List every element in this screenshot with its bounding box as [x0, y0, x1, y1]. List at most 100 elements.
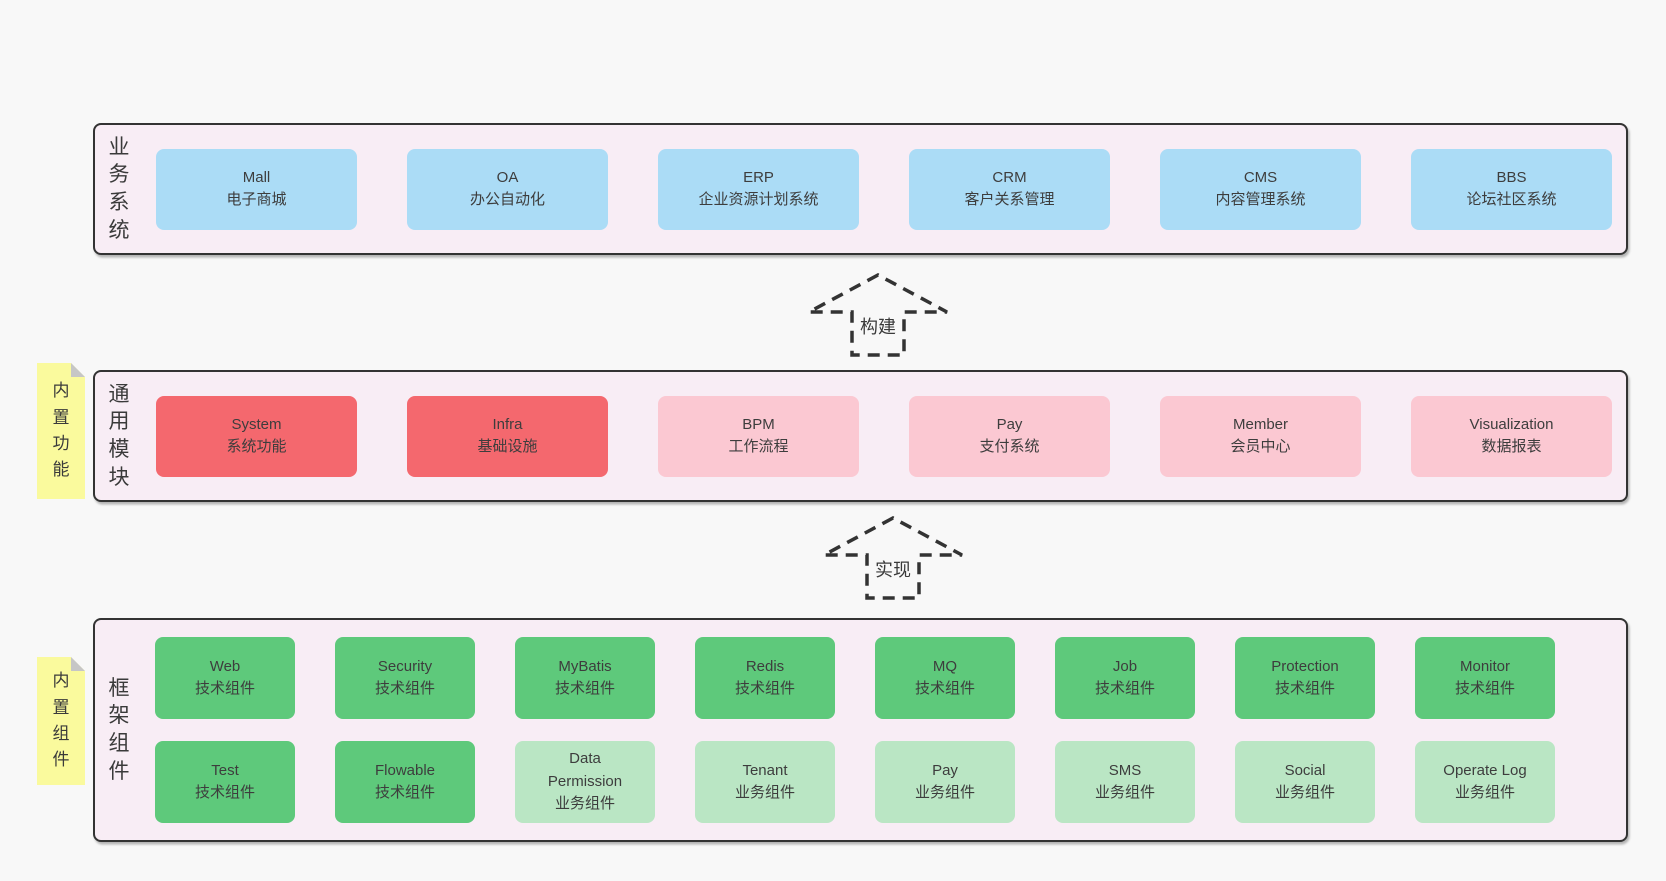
box-name: Job	[1112, 657, 1138, 675]
band-label-business: 业务系统	[108, 135, 130, 242]
box-desc: 业务组件	[734, 784, 795, 801]
band-label-framework: 框架组件	[108, 676, 130, 783]
box-name: Test	[211, 761, 239, 779]
sticky-note-text: 内置组件	[52, 671, 70, 770]
box-desc: 技术组件	[1454, 680, 1515, 697]
box-desc: 技术组件	[194, 680, 255, 697]
box-system: System 系统功能	[156, 395, 357, 477]
business-systems-band: 业务系统 Mall 电子商城 OA 办公自动化 ERP 企业资源计划系统 CRM…	[93, 123, 1628, 255]
box-desc: 办公自动化	[469, 191, 545, 208]
box-test: Test 技术组件	[155, 741, 295, 823]
box-desc: 技术组件	[194, 784, 255, 801]
box-job: Job 技术组件	[1055, 637, 1195, 719]
box-pay: Pay 支付系统	[909, 395, 1110, 477]
box-desc: 电子商城	[226, 191, 287, 208]
box-erp: ERP 企业资源计划系统	[658, 148, 859, 230]
box-desc: 业务组件	[1454, 784, 1515, 801]
box-cms: CMS 内容管理系统	[1160, 148, 1361, 230]
box-mybatis: MyBatis 技术组件	[515, 637, 655, 719]
box-desc: 论坛社区系统	[1466, 191, 1557, 208]
box-name: MQ	[932, 657, 958, 675]
box-name: Protection	[1271, 657, 1339, 675]
box-protection: Protection 技术组件	[1235, 637, 1375, 719]
box-name: Infra	[492, 415, 523, 433]
box-name: Security	[377, 657, 433, 675]
box-desc: 数据报表	[1481, 438, 1542, 455]
box-desc: 企业资源计划系统	[698, 191, 819, 208]
box-name: Mall	[242, 168, 271, 186]
framework-components-band: 框架组件 Web 技术组件 Security 技术组件 MyBatis 技术组件…	[93, 618, 1628, 842]
box-name: BBS	[1496, 168, 1527, 186]
component-row-2: Test 技术组件 Flowable 技术组件 Data Permission …	[155, 741, 1555, 823]
up-arrow-icon	[808, 273, 948, 357]
component-row-1: Web 技术组件 Security 技术组件 MyBatis 技术组件 Redi…	[155, 637, 1555, 719]
box-name: Flowable	[374, 761, 436, 779]
box-desc: 基础设施	[477, 438, 538, 455]
business-boxes: Mall 电子商城 OA 办公自动化 ERP 企业资源计划系统 CRM 客户关系…	[156, 148, 1612, 230]
box-desc: 技术组件	[914, 680, 975, 697]
sticky-note-text: 内置功能	[52, 381, 70, 480]
box-tenant: Tenant 业务组件	[695, 741, 835, 823]
box-desc: 技术组件	[374, 784, 435, 801]
box-desc: 业务组件	[554, 795, 615, 813]
box-mall: Mall 电子商城	[156, 148, 357, 230]
build-arrow: 构建	[806, 272, 950, 358]
box-operate-log: Operate Log 业务组件	[1415, 741, 1555, 823]
box-desc: 支付系统	[979, 438, 1040, 455]
up-arrow-icon	[823, 516, 963, 600]
box-name: SMS	[1108, 761, 1142, 779]
box-name: CRM	[992, 168, 1027, 186]
box-name: OA	[496, 168, 519, 186]
box-name: Data Permission	[547, 750, 623, 790]
box-name: Redis	[745, 657, 785, 675]
sticky-note-built-in-components: 内置组件	[37, 657, 85, 785]
implement-arrow: 实现	[821, 515, 965, 601]
box-desc: 技术组件	[734, 680, 795, 697]
box-desc: 业务组件	[1094, 784, 1155, 801]
box-redis: Redis 技术组件	[695, 637, 835, 719]
box-monitor: Monitor 技术组件	[1415, 637, 1555, 719]
box-security: Security 技术组件	[335, 637, 475, 719]
box-desc: 技术组件	[554, 680, 615, 697]
box-name: MyBatis	[558, 657, 612, 675]
box-desc: 工作流程	[728, 438, 789, 455]
box-name: System	[231, 415, 282, 433]
box-social: Social 业务组件	[1235, 741, 1375, 823]
box-desc: 技术组件	[1274, 680, 1335, 697]
box-name: Member	[1232, 415, 1288, 433]
box-desc: 技术组件	[374, 680, 435, 697]
box-desc: 系统功能	[226, 438, 287, 455]
box-desc: 业务组件	[1274, 784, 1335, 801]
box-name: Pay	[932, 761, 958, 779]
box-desc: 技术组件	[1094, 680, 1155, 697]
build-arrow-label: 构建	[857, 313, 899, 339]
band-label-modules: 通用模块	[108, 382, 130, 489]
box-flowable: Flowable 技术组件	[335, 741, 475, 823]
box-bbs: BBS 论坛社区系统	[1411, 148, 1612, 230]
box-name: Monitor	[1459, 657, 1511, 675]
box-name: Pay	[996, 415, 1023, 433]
box-data-permission: Data Permission 业务组件	[515, 741, 655, 823]
box-visualization: Visualization 数据报表	[1411, 395, 1612, 477]
box-desc: 客户关系管理	[964, 191, 1055, 208]
box-sms: SMS 业务组件	[1055, 741, 1195, 823]
box-name: Web	[209, 657, 241, 675]
box-bpm: BPM 工作流程	[658, 395, 859, 477]
box-mq: MQ 技术组件	[875, 637, 1015, 719]
box-infra: Infra 基础设施	[407, 395, 608, 477]
box-name: CMS	[1243, 168, 1278, 186]
box-name: ERP	[743, 168, 774, 186]
box-member: Member 会员中心	[1160, 395, 1361, 477]
sticky-note-built-in-features: 内置功能	[37, 363, 85, 499]
box-name: Visualization	[1469, 415, 1554, 433]
box-desc: 业务组件	[914, 784, 975, 801]
box-desc: 内容管理系统	[1215, 191, 1306, 208]
box-name: Operate Log	[1443, 761, 1527, 779]
component-rows: Web 技术组件 Security 技术组件 MyBatis 技术组件 Redi…	[155, 637, 1555, 823]
box-name: Tenant	[742, 761, 788, 779]
module-boxes: System 系统功能 Infra 基础设施 BPM 工作流程 Pay 支付系统…	[156, 395, 1612, 477]
box-oa: OA 办公自动化	[407, 148, 608, 230]
box-desc: 会员中心	[1230, 438, 1291, 455]
box-name: BPM	[742, 415, 775, 433]
implement-arrow-label: 实现	[872, 556, 914, 582]
